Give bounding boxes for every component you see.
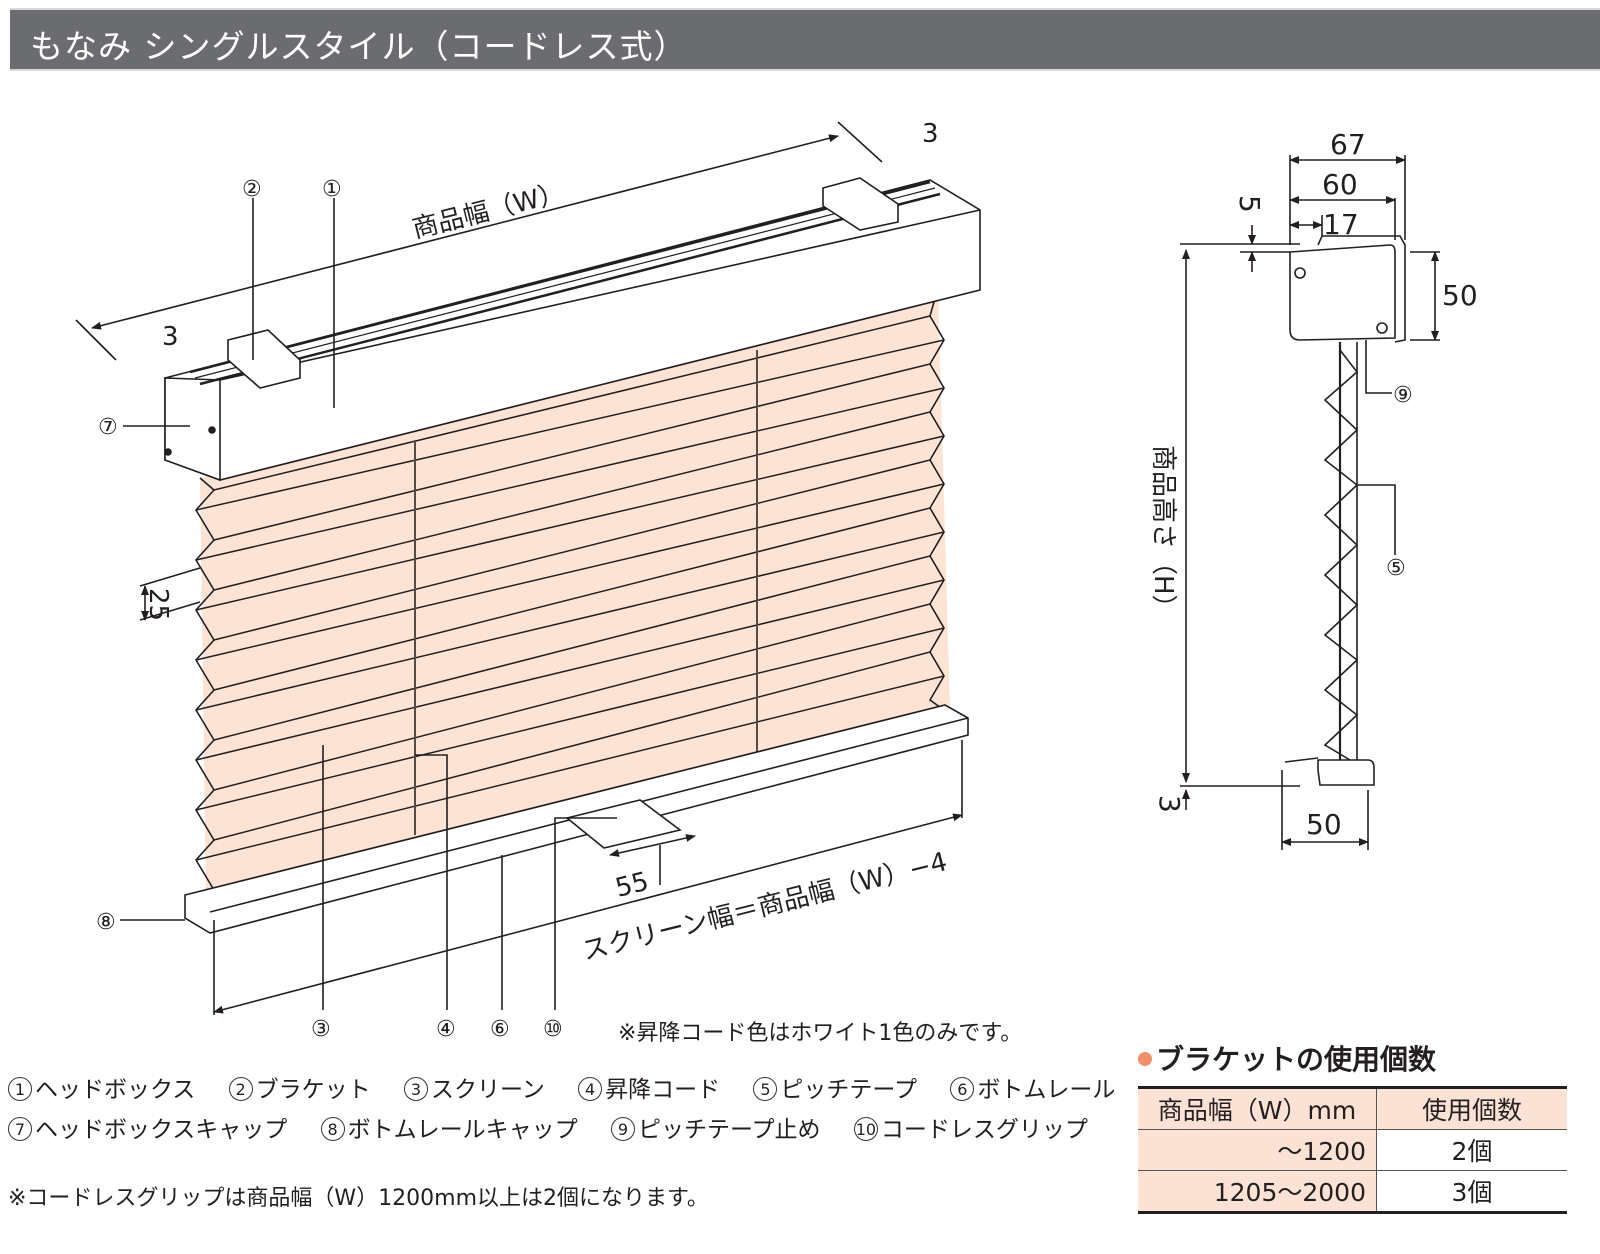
grip-note: ※コードレスグリップは商品幅（W）1200mm以上は2個になります。 bbox=[8, 1186, 709, 1211]
table-row: 〜1200 2個 bbox=[1138, 1129, 1567, 1171]
right-margin-dim: 3 bbox=[922, 119, 939, 149]
dim-50-head: 50 bbox=[1442, 279, 1478, 312]
dim-5: 5 bbox=[1233, 195, 1266, 213]
front-view bbox=[75, 121, 981, 1015]
bullet-icon bbox=[1138, 1052, 1152, 1066]
width-label: 商品幅（W） bbox=[409, 178, 567, 245]
table-row: 1205〜2000 3個 bbox=[1138, 1170, 1567, 1214]
bracket-table: 商品幅（W）mm 使用個数 〜1200 2個 1205〜2000 3個 bbox=[1138, 1086, 1567, 1214]
title-bar: もなみ シングルスタイル（コードレス式） bbox=[10, 8, 1600, 71]
header-width: 商品幅（W）mm bbox=[1138, 1086, 1377, 1130]
cord-note: ※昇降コード色はホワイト1色のみです。 bbox=[618, 1021, 1022, 1046]
table-header-row: 商品幅（W）mm 使用個数 bbox=[1138, 1086, 1567, 1130]
bracket-count-section: ブラケットの使用個数 商品幅（W）mm 使用個数 〜1200 2個 1205〜2… bbox=[1138, 1040, 1570, 1214]
dim-60: 60 bbox=[1322, 168, 1358, 201]
page-title: もなみ シングルスタイル（コードレス式） bbox=[30, 27, 688, 66]
callout-7: ⑦ bbox=[98, 415, 118, 440]
screen bbox=[195, 287, 950, 901]
dim-17: 17 bbox=[1323, 208, 1359, 241]
bracket-heading: ブラケットの使用個数 bbox=[1138, 1040, 1570, 1080]
callout-5: ⑤ bbox=[1386, 556, 1406, 581]
cell-count: 3個 bbox=[1376, 1170, 1567, 1214]
height-label: 商品高さ（H） bbox=[1148, 445, 1178, 621]
callout-3: ③ bbox=[311, 1017, 331, 1042]
cell-count: 2個 bbox=[1376, 1129, 1567, 1171]
side-view bbox=[1180, 155, 1440, 850]
callout-8: ⑧ bbox=[96, 910, 116, 935]
cell-width: 〜1200 bbox=[1138, 1129, 1377, 1171]
dim-67: 67 bbox=[1330, 128, 1366, 161]
side-view-labels: 67 60 17 5 50 50 3 商品高さ（H） ⑨ ⑤ bbox=[1148, 128, 1478, 841]
callout-10: ⑩ bbox=[543, 1017, 563, 1042]
callout-1: ① bbox=[322, 177, 342, 202]
callout-6: ⑥ bbox=[490, 1017, 510, 1042]
dim-3: 3 bbox=[1153, 795, 1186, 813]
callout-2: ② bbox=[242, 177, 262, 202]
callout-9: ⑨ bbox=[1393, 383, 1413, 408]
header-count: 使用個数 bbox=[1376, 1086, 1567, 1130]
callout-4: ④ bbox=[436, 1017, 456, 1042]
dim-50-bottom: 50 bbox=[1306, 808, 1342, 841]
screen-width-label: スクリーン幅＝商品幅（W）−4 bbox=[579, 847, 950, 967]
cell-width: 1205〜2000 bbox=[1138, 1170, 1377, 1214]
left-margin-dim: 3 bbox=[162, 322, 179, 352]
pleat-dim: 25 bbox=[143, 588, 173, 621]
